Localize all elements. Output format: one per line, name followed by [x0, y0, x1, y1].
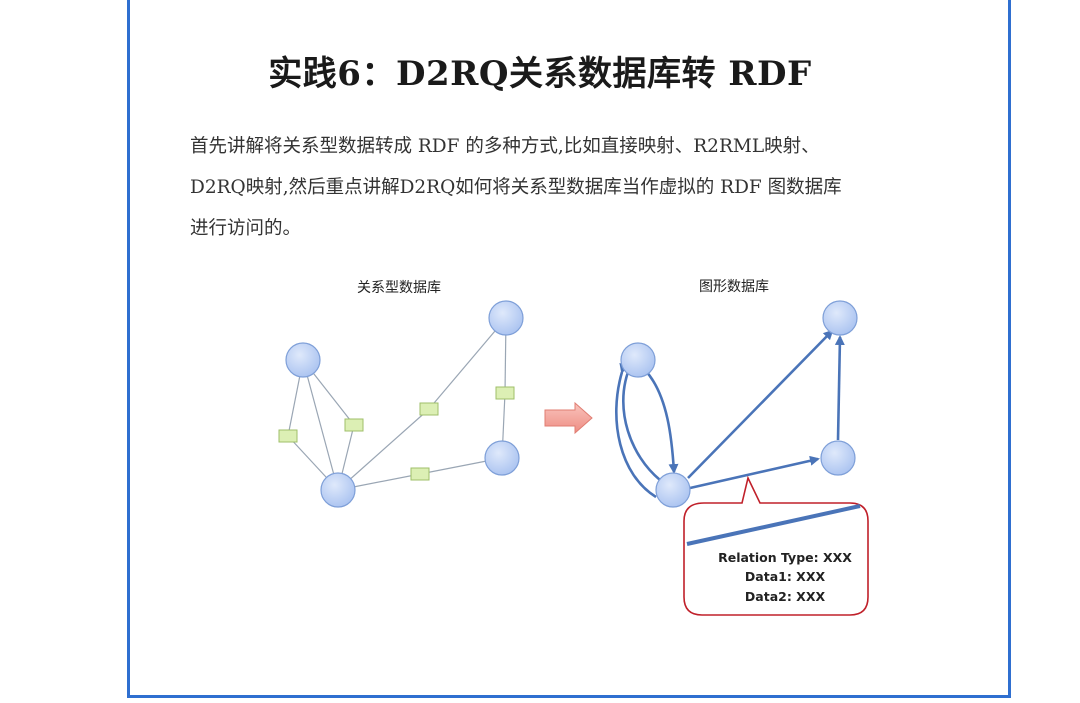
- edge-arrow: [687, 329, 834, 479]
- node: [655, 472, 691, 508]
- intro-line-3: 进行访问的。: [190, 218, 302, 239]
- node: [620, 342, 656, 378]
- slide-title: 实践6：D2RQ关系数据库转 RDF: [268, 54, 812, 94]
- node: [488, 300, 524, 336]
- node: [820, 440, 856, 476]
- intro-line-2: D2RQ映射,然后重点讲解D2RQ如何将关系型数据库当作虚拟的 RDF 图数据库: [190, 177, 842, 198]
- relation-callout: Relation Type: XXX Data1: XXX Data2: XXX: [683, 475, 869, 616]
- callout-edge: [686, 504, 861, 546]
- edge: [337, 408, 430, 491]
- callout-data2: Data2: XXX: [745, 589, 826, 604]
- connector: [495, 386, 515, 400]
- intro-text: 首先讲解将关系型数据转成 RDF 的多种方式,比如直接映射、R2RML映射、 D…: [190, 126, 960, 249]
- node: [320, 472, 356, 508]
- edge-arrow: [834, 335, 845, 441]
- node: [285, 342, 321, 378]
- graph-db-label: 图形数据库: [699, 279, 769, 295]
- intro-line-1: 首先讲解将关系型数据转成 RDF 的多种方式,比如直接映射、R2RML映射、: [190, 136, 820, 157]
- node: [822, 300, 858, 336]
- connector: [419, 402, 439, 416]
- connector: [278, 429, 298, 443]
- callout-box: [683, 475, 869, 616]
- connector: [410, 467, 430, 481]
- edge: [428, 317, 507, 410]
- edge-arrow: [615, 362, 657, 499]
- callout-data1: Data1: XXX: [745, 569, 826, 584]
- edge-arrow: [621, 371, 661, 481]
- edge-arrow: [644, 369, 679, 474]
- connector: [344, 418, 364, 432]
- edge-arrow: [689, 455, 820, 490]
- node: [484, 440, 520, 476]
- relational-db-label: 关系型数据库: [357, 280, 441, 296]
- edge: [302, 359, 339, 491]
- graph-db-graph: [615, 300, 858, 508]
- transform-arrow: [544, 401, 593, 435]
- relational-db-graph: [278, 300, 524, 508]
- callout-relation-type: Relation Type: XXX: [718, 550, 852, 565]
